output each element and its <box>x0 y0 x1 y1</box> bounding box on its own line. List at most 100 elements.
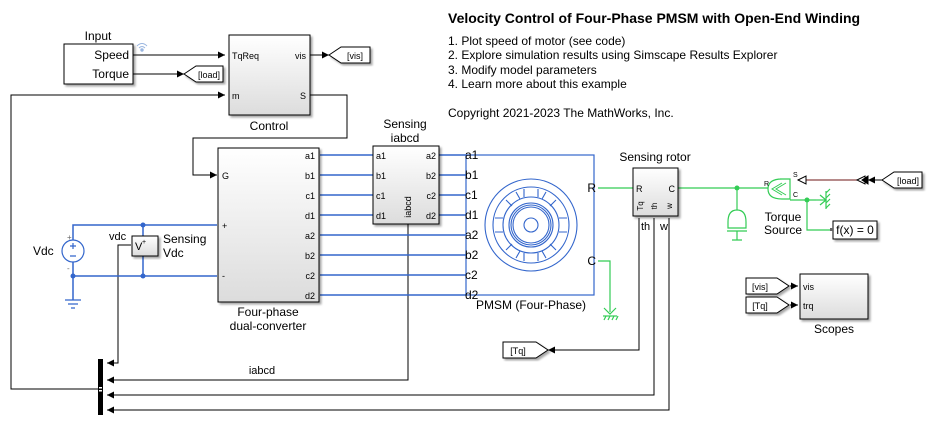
sensing-rotor-port-w: w <box>665 203 674 210</box>
control-port-tqreq: TqReq <box>232 51 259 61</box>
pmsm-port-c1: c1 <box>465 188 478 202</box>
signal-label-iabcd: iabcd <box>249 365 275 377</box>
mechanical-wires <box>598 187 830 312</box>
goto-load-label: [load] <box>198 70 220 80</box>
converter-port-minus: - <box>222 271 225 281</box>
sensing-iabcd-label-line1: Sensing <box>383 117 426 131</box>
converter-block[interactable]: G + - a1 b1 c1 d1 a2 b2 c2 d2 Four-phase… <box>217 147 320 333</box>
wire-vdc-bus[interactable] <box>107 244 131 367</box>
voltage-sensor-plus: + <box>142 239 146 246</box>
from-load-label: [load] <box>897 176 919 186</box>
wire-tq-goto[interactable] <box>548 218 640 354</box>
sensing-iabcd-port-b2: b2 <box>426 171 436 181</box>
sensing-rotor-port-th: th <box>650 203 659 210</box>
converter-label-line1: Four-phase <box>237 305 299 319</box>
goto-load-tag[interactable]: [load] <box>183 65 224 83</box>
annotation-link-plot-speed[interactable]: 1. Plot speed of motor (see code) <box>448 33 626 48</box>
from-vis-tag[interactable]: [vis] <box>745 277 790 295</box>
electrical-ground-icon <box>65 299 81 309</box>
annotation-link-learn-more[interactable]: 4. Learn more about this example <box>448 77 627 91</box>
converter-port-g: G <box>222 171 229 181</box>
pmsm-port-a2: a2 <box>465 228 479 242</box>
voltage-sensor-glyph: V <box>135 241 143 253</box>
sensing-rotor-port-tq: Tq <box>636 201 645 210</box>
pmsm-port-b2: b2 <box>465 248 479 262</box>
vdc-plus-mark: + <box>67 233 72 242</box>
converter-port-a2: a2 <box>305 231 315 241</box>
pmsm-port-a1: a1 <box>465 148 479 162</box>
sensing-iabcd-port-b1: b1 <box>376 171 386 181</box>
wire-th-bus[interactable] <box>107 218 655 399</box>
wire-bus-m[interactable] <box>10 91 225 390</box>
converter-port-c2: c2 <box>305 271 315 281</box>
motor-icon <box>484 178 578 272</box>
pmsm-block-label: PMSM (Four-Phase) <box>476 298 586 312</box>
converter-port-d1: d1 <box>305 211 315 221</box>
copyright-text: Copyright 2021-2023 The MathWorks, Inc. <box>448 105 674 120</box>
from-load-tag[interactable]: [load] <box>881 171 923 189</box>
input-block[interactable]: Input Speed Torque <box>63 29 148 85</box>
signal-label-w: w <box>659 221 668 233</box>
torque-source-port-s: S <box>793 172 798 179</box>
torque-source-block[interactable]: R S C Torque Source <box>764 172 802 237</box>
sensing-rotor-label: Sensing rotor <box>619 150 690 164</box>
vdc-minus-mark: - <box>67 264 70 273</box>
annotation-link-modify-parameters[interactable]: 3. Modify model parameters <box>448 62 597 77</box>
sensing-iabcd-port-d1: d1 <box>376 211 386 221</box>
converter-label-line2: dual-converter <box>230 319 307 333</box>
pmsm-port-r: R <box>587 181 596 195</box>
converter-port-d2: d2 <box>305 291 315 301</box>
sensing-iabcd-port-c2: c2 <box>426 191 436 201</box>
goto-vis-tag[interactable]: [vis] <box>328 46 371 64</box>
converter-port-b1: b1 <box>305 171 315 181</box>
scopes-block-label: Scopes <box>814 322 854 336</box>
input-block-label: Input <box>85 29 112 43</box>
model-title: Velocity Control of Four-Phase PMSM with… <box>448 10 861 26</box>
sensing-vdc-label-line1: Sensing <box>163 232 206 246</box>
sensing-vdc-label-line2: Vdc <box>163 246 184 260</box>
bus-creator-block[interactable] <box>98 359 103 415</box>
wire-s-g[interactable] <box>192 94 348 179</box>
from-tq-label: [Tq] <box>752 301 768 311</box>
from-tq-tag[interactable]: [Tq] <box>745 296 790 314</box>
control-block-label: Control <box>250 119 289 133</box>
control-port-m: m <box>232 91 240 101</box>
scopes-port-vis: vis <box>803 282 814 292</box>
control-port-s: S <box>300 91 306 101</box>
signal-stream-icon <box>136 43 148 52</box>
scopes-block[interactable]: vis trq Scopes <box>799 273 869 336</box>
wire-iabcd-bus[interactable] <box>107 224 409 384</box>
control-block[interactable]: TqReq m vis S Control <box>228 34 311 133</box>
sensing-rotor-port-c: C <box>669 184 676 194</box>
signal-label-th: th <box>641 221 650 233</box>
sensing-iabcd-port-c1: c1 <box>376 191 386 201</box>
solver-configuration-block[interactable]: f(x) = 0 <box>830 220 878 240</box>
inertia-icon[interactable] <box>727 209 747 241</box>
input-port-speed: Speed <box>94 48 129 62</box>
sensing-vdc-block[interactable]: V + Sensing Vdc vdc <box>109 231 206 260</box>
sensing-iabcd-port-d2: d2 <box>426 211 436 221</box>
pmsm-block[interactable]: a1 b1 c1 d1 a2 b2 c2 d2 R C <box>465 148 596 312</box>
sensing-rotor-block[interactable]: Sensing rotor R C Tq th w th w <box>619 150 690 233</box>
sensing-rotor-port-r: R <box>636 184 643 194</box>
control-port-vis: vis <box>295 51 306 61</box>
wire-w-bus[interactable] <box>107 218 670 414</box>
goto-tq-tag[interactable]: [Tq] <box>502 341 549 359</box>
goto-tq-label: [Tq] <box>510 346 526 356</box>
sensing-iabcd-block[interactable]: Sensing iabcd a1 b1 c1 d1 a2 b2 c2 d2 ia… <box>372 117 440 225</box>
mechanical-ground-icon <box>603 307 619 321</box>
torque-source-port-c: C <box>793 192 798 199</box>
signal-label-vdc: vdc <box>109 231 127 243</box>
sensing-iabcd-label-line2: iabcd <box>391 131 420 145</box>
sensing-iabcd-port-a1: a1 <box>376 151 386 161</box>
pmsm-port-d1: d1 <box>465 208 479 222</box>
from-vis-label: [vis] <box>752 282 768 292</box>
annotation-link-explore-results[interactable]: 2. Explore simulation results using Sims… <box>448 48 778 62</box>
torque-source-label-line1: Torque <box>765 210 802 224</box>
dc-voltage-source-block[interactable]: + - Vdc <box>33 233 85 273</box>
scopes-port-trq: trq <box>803 301 814 311</box>
pmsm-port-b1: b1 <box>465 168 479 182</box>
converter-port-b2: b2 <box>305 251 315 261</box>
solver-label: f(x) = 0 <box>836 223 874 237</box>
